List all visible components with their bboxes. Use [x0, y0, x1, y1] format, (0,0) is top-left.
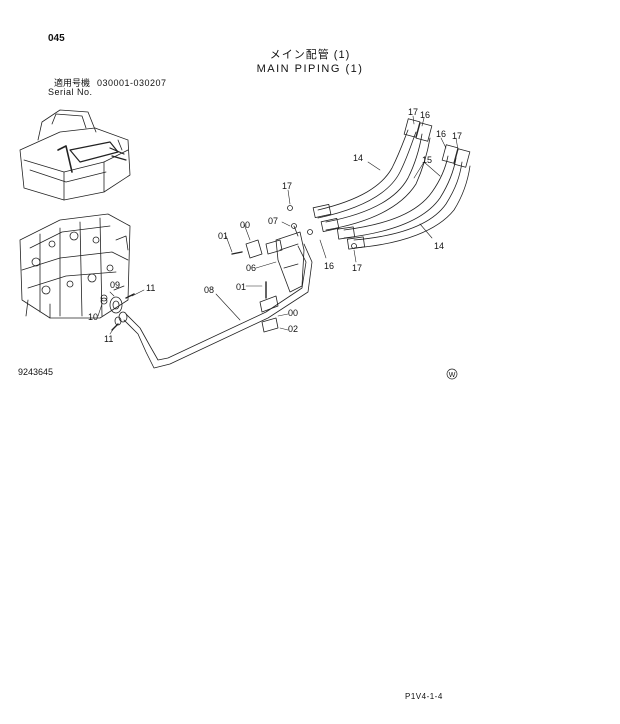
pipe-08 — [123, 243, 313, 369]
part-label-16: 16 — [324, 261, 334, 271]
part-label-15: 15 — [422, 155, 432, 165]
clamp-assembly-lower — [259, 281, 279, 333]
part-label-01: 01 — [236, 282, 246, 292]
part-label-09: 09 — [110, 280, 120, 290]
o-ring-07 — [291, 223, 297, 229]
o-ring-10 — [100, 297, 108, 305]
part-label-16: 16 — [436, 129, 446, 139]
part-label-11: 11 — [146, 283, 155, 293]
part-label-16: 16 — [420, 110, 430, 120]
part-label-00: 00 — [288, 308, 298, 318]
machine-overview-illustration — [19, 109, 131, 201]
o-ring-16-left — [307, 229, 313, 235]
w-symbol-letter: W — [449, 372, 456, 379]
serial-label-japanese: 適用号機 — [54, 78, 91, 88]
footer-code: P1V4-1-4 — [405, 692, 443, 701]
page-title: MAIN PIPING (1) — [256, 63, 364, 75]
bracket-06 — [275, 225, 305, 293]
control-valve-illustration — [19, 213, 131, 319]
part-label-01: 01 — [218, 231, 228, 241]
part-label-08: 08 — [204, 285, 214, 295]
pipe-end-fitting — [114, 311, 128, 326]
flange-09 — [109, 296, 123, 314]
leader-lines — [97, 115, 459, 335]
part-label-14: 14 — [353, 153, 363, 163]
part-label-10: 10 — [88, 312, 98, 322]
part-label-00: 00 — [240, 220, 250, 230]
part-label-06: 06 — [246, 263, 256, 273]
part-label-17: 17 — [282, 181, 292, 191]
hose-14-lower — [336, 144, 471, 250]
part-label-17: 17 — [352, 263, 362, 273]
hose-14-upper — [312, 118, 433, 232]
part-label-02: 02 — [288, 324, 298, 334]
clamp-assembly-upper — [231, 239, 283, 259]
bolt-11-upper — [125, 293, 135, 299]
drawing-id: 9243645 — [18, 367, 54, 377]
page-title-japanese: メイン配管 (1) — [269, 49, 351, 61]
part-label-17: 17 — [408, 107, 418, 117]
w-symbol-icon: W — [446, 368, 458, 380]
part-label-11: 11 — [104, 334, 113, 344]
o-ring-17-left — [287, 205, 293, 211]
bolt-11-lower — [111, 323, 119, 331]
part-label-14: 14 — [434, 241, 444, 251]
page-number: 045 — [48, 33, 65, 44]
part-label-07: 07 — [268, 216, 278, 226]
part-label-17: 17 — [452, 131, 462, 141]
serial-label: Serial No. — [48, 87, 93, 97]
o-ring-17-lower — [351, 243, 357, 249]
serial-range: 030001-030207 — [97, 78, 167, 88]
